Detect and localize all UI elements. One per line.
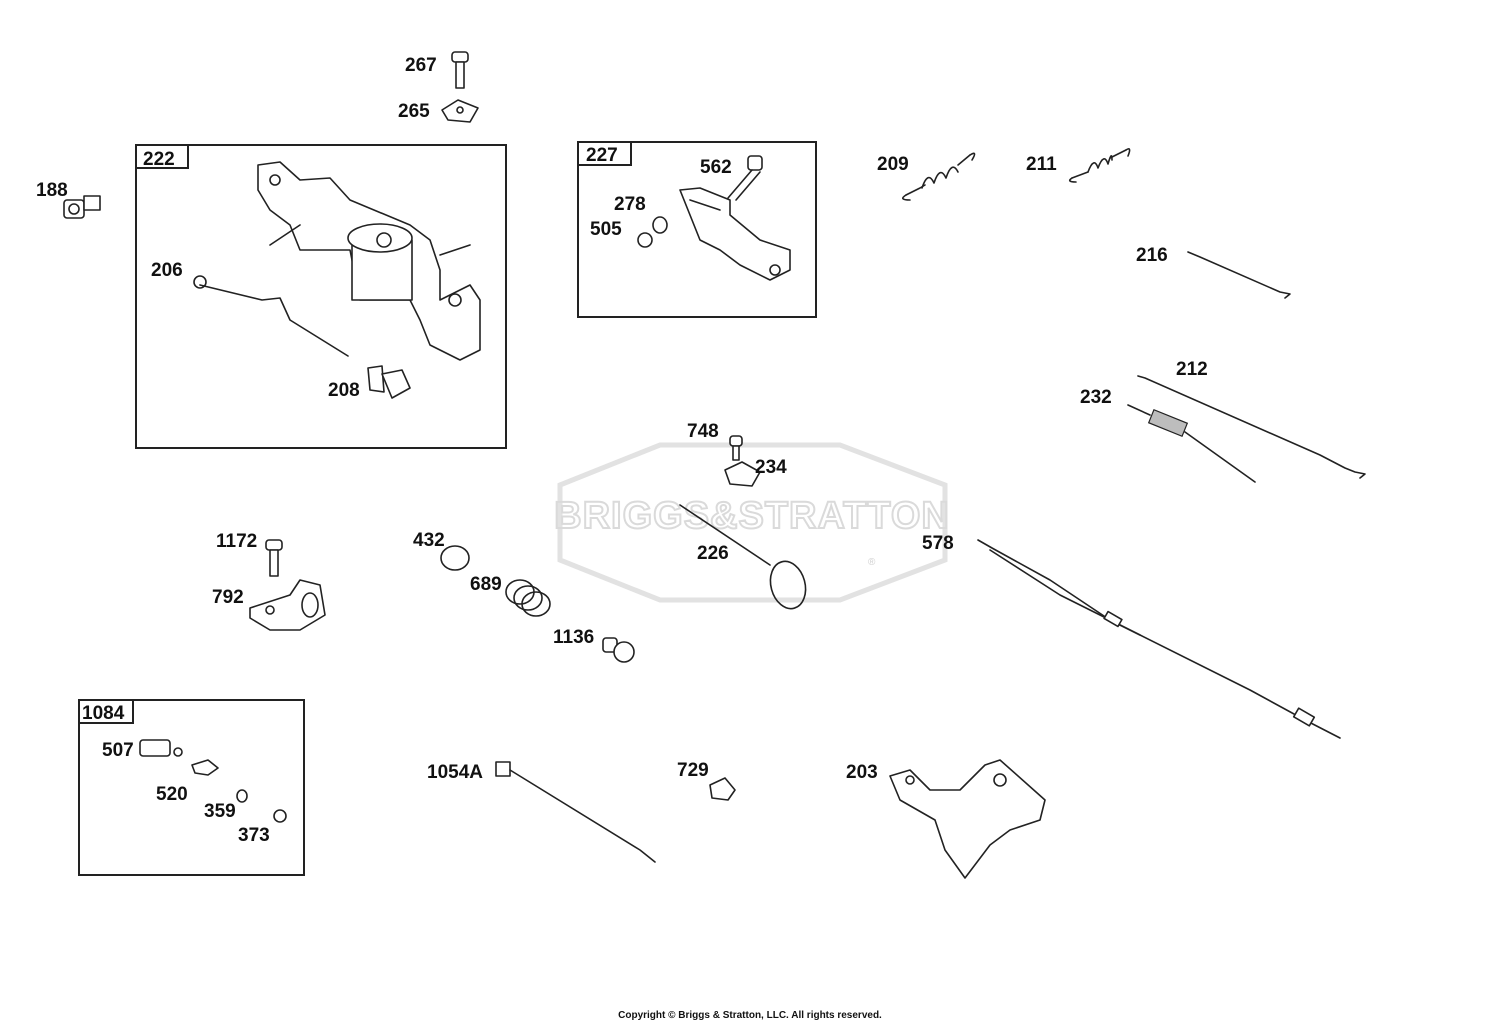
part-number-label: 520 [156,784,188,805]
link-rod-drawing [199,284,349,357]
part-number-label: 432 [413,530,445,551]
part-number-label: 265 [398,101,430,122]
bracket-plate-drawing [191,759,219,776]
part-number-label: 748 [687,421,719,442]
part-number-label: 507 [102,740,134,761]
extension-spring-drawing [1068,148,1131,183]
control-lever-drawing [679,187,791,281]
part-number-label: 792 [212,587,244,608]
part-number-label: 232 [1080,387,1112,408]
part-number-label: 216 [1136,245,1168,266]
washer-drawing [236,789,248,803]
copyright-notice: Copyright © Briggs & Stratton, LLC. All … [618,1010,882,1021]
retainer-ring-drawing [440,545,470,571]
bushing-drawing [367,365,411,399]
part-number-label: 209 [877,154,909,175]
part-number-label: 206 [151,260,183,281]
pivot-bolt-drawing [727,155,763,201]
part-number-label: 505 [590,219,622,240]
cable-clip-drawing [709,777,736,801]
bolt-drawing [451,51,469,89]
fitting-drawing [602,637,635,663]
switch-drawing [139,739,183,757]
nut-drawing [273,809,287,823]
governor-rod-drawing [1187,251,1291,299]
brand-watermark: BRIGGS&STRATTON ® [553,442,950,603]
clip-drawing [441,99,479,123]
part-number-label: 359 [204,801,236,822]
watermark-registered-mark: ® [868,557,876,568]
group-label: 1084 [82,703,125,724]
part-number-label: 373 [238,825,270,846]
group-box-227: 227 [577,141,817,318]
screw-drawing [729,435,743,461]
governor-spring-drawing [1127,404,1256,483]
group-label: 227 [586,145,618,166]
part-number-label: 689 [470,574,502,595]
choke-link-drawing [679,504,807,610]
part-number-label: 278 [614,194,646,215]
cable-tie-drawing [495,761,656,863]
part-number-label: 234 [755,457,787,478]
washer-drawing [652,216,668,234]
part-number-label: 1136 [553,627,594,648]
part-number-label: 208 [328,380,360,401]
part-number-label: 729 [677,760,709,781]
group-label: 222 [143,149,175,170]
flange-bolt-drawing [63,195,101,219]
compression-spring-drawing [505,579,551,617]
watermark-text: BRIGGS&STRATTON [554,495,950,537]
part-number-label: 226 [697,543,729,564]
part-number-label: 578 [922,533,954,554]
part-number-label: 203 [846,762,878,783]
part-number-label: 211 [1026,154,1057,175]
group-box-1084: 1084 [78,699,305,876]
part-number-label: 188 [36,180,68,201]
cable-bracket-drawing [249,579,326,631]
part-number-label: 1054A [427,762,483,783]
control-bracket-drawing [889,759,1046,879]
control-cable-drawing [977,539,1341,739]
bolt-drawing [265,539,283,577]
nut-drawing [637,232,653,248]
part-number-label: 212 [1176,359,1208,380]
part-number-label: 267 [405,55,437,76]
extension-spring-drawing [902,152,976,201]
cable-clamp-drawing [724,461,761,487]
governor-bracket-drawing [257,161,481,361]
group-box-222: 222 [135,144,507,449]
throttle-rod-drawing [1137,375,1366,479]
part-number-label: 562 [700,157,732,178]
part-number-label: 1172 [216,531,257,552]
